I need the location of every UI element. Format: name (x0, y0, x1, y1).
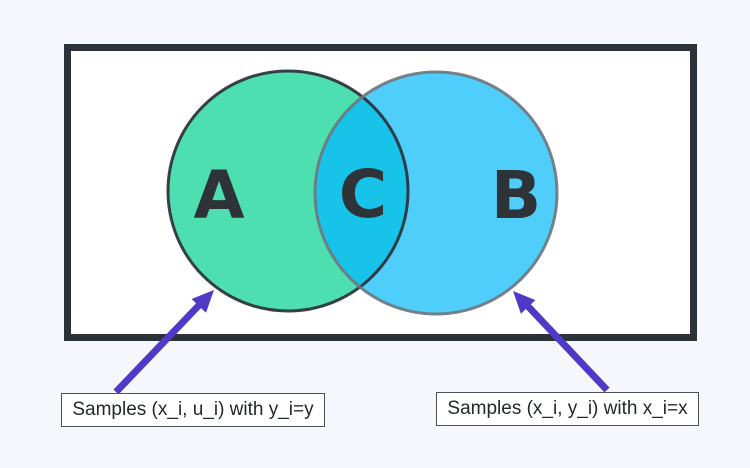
callout-left: Samples (x_i, u_i) with y_i=y (61, 393, 325, 427)
overlap-region (315, 72, 408, 311)
set-label-c: C (339, 156, 387, 233)
arrow-to-circle-b (513, 291, 610, 393)
callout-left-label: Samples (x_i, u_i) with y_i=y (72, 399, 314, 420)
circle-a-outline (166, 69, 410, 313)
circle-b-outline (313, 70, 559, 316)
callout-right-label: Samples (x_i, y_i) with x_i=x (447, 398, 688, 419)
arrow-to-circle-a (113, 290, 214, 395)
callout-right: Samples (x_i, y_i) with x_i=x (436, 392, 699, 426)
set-label-a: A (193, 157, 244, 234)
set-label-b: B (491, 157, 541, 234)
